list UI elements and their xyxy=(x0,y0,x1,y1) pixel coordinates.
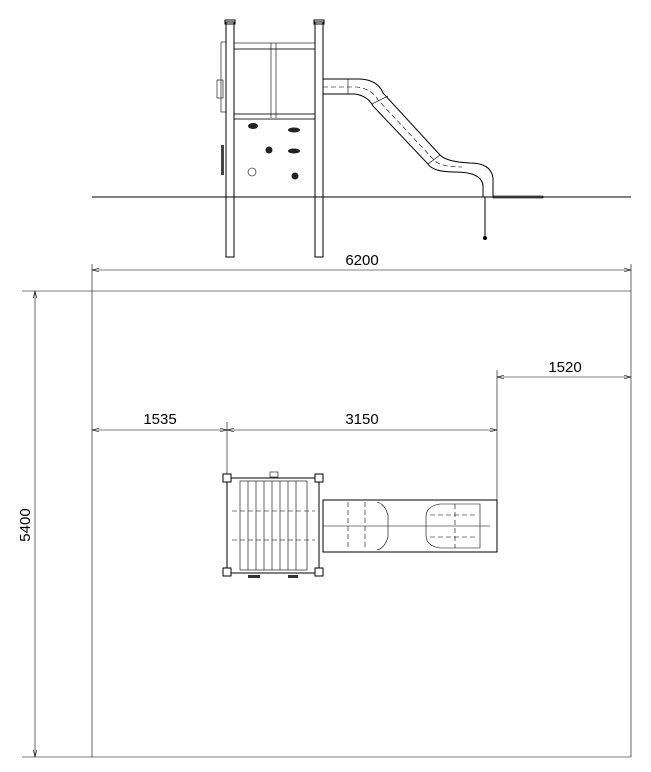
tower-panel xyxy=(216,41,316,120)
dimension-overall-width: 6200 xyxy=(345,252,378,269)
tower-platform-plan xyxy=(222,471,324,578)
dimension-overall-depth: 5400 xyxy=(17,508,34,541)
tower-posts xyxy=(224,19,325,258)
dimension-right-clearance: 1520 xyxy=(548,359,581,376)
slide-plan xyxy=(322,499,498,553)
climbing-wall xyxy=(221,118,316,198)
elevation-view xyxy=(92,19,631,258)
dimension-equipment-length: 3150 xyxy=(345,411,378,428)
plan-view xyxy=(222,471,498,578)
slide-chute xyxy=(323,78,544,240)
dimension-left-clearance: 1535 xyxy=(143,411,176,428)
dimension-lines xyxy=(22,264,632,758)
